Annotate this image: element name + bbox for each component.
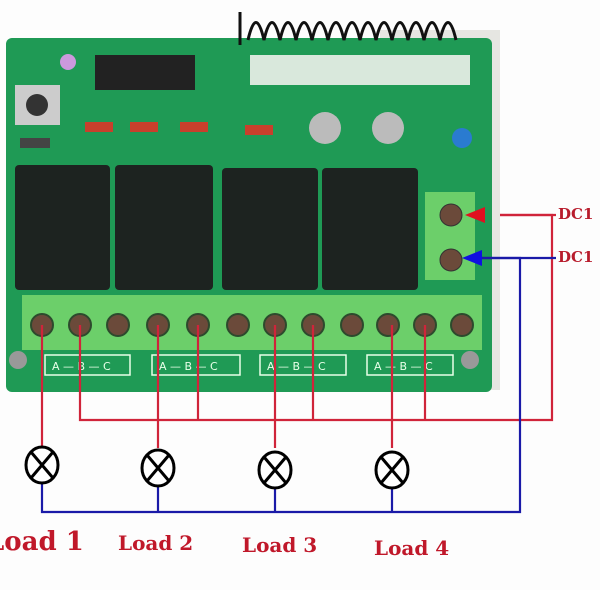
relays [15, 165, 418, 290]
load-4-label: Load 4 [374, 536, 450, 560]
mount-screw [9, 351, 27, 369]
lamp-icon [257, 450, 293, 490]
dc-positive-screw [439, 203, 463, 227]
resistors [20, 122, 273, 148]
terminal-screw [106, 313, 130, 337]
lamp-icon [374, 450, 410, 490]
capacitor-1 [309, 112, 341, 144]
terminal-screw [450, 313, 474, 337]
terminal-label-1: A — B — C [52, 360, 111, 373]
terminal-label-3: A — B — C [267, 360, 326, 373]
capacitor-2 [372, 112, 404, 144]
positive-arrow-icon [465, 207, 485, 223]
terminal-screw [376, 313, 400, 337]
relay-1 [15, 165, 110, 290]
load-2-label: Load 2 [118, 531, 194, 555]
negative-arrow-icon [462, 250, 482, 266]
button-cap [26, 94, 48, 116]
load-1-label: Load 1 [0, 527, 84, 557]
dc-negative-screw [439, 248, 463, 272]
terminal-screw [340, 313, 364, 337]
led-indicator [60, 54, 76, 70]
capacitor-3 [452, 128, 472, 148]
terminal-label-2: A — B — C [159, 360, 218, 373]
output-terminal-strip [22, 295, 482, 350]
relay-4 [322, 168, 418, 290]
terminal-screw [226, 313, 250, 337]
dc-negative-label: DC1 [558, 248, 594, 266]
terminal-label-4: A — B — C [374, 360, 433, 373]
abc-labels [44, 354, 454, 376]
lamps [24, 445, 410, 490]
load-3-label: Load 3 [242, 533, 318, 557]
receiver-module [250, 55, 470, 85]
lamp-icon [140, 448, 176, 488]
mount-screw [461, 351, 479, 369]
dc-positive-label: DC1 [558, 205, 594, 223]
antenna-coil [238, 12, 458, 45]
relay-2 [115, 165, 213, 290]
positive-wires [40, 213, 556, 448]
ic-chip [95, 55, 195, 90]
relay-3 [222, 168, 318, 290]
lamp-icon [24, 445, 60, 485]
